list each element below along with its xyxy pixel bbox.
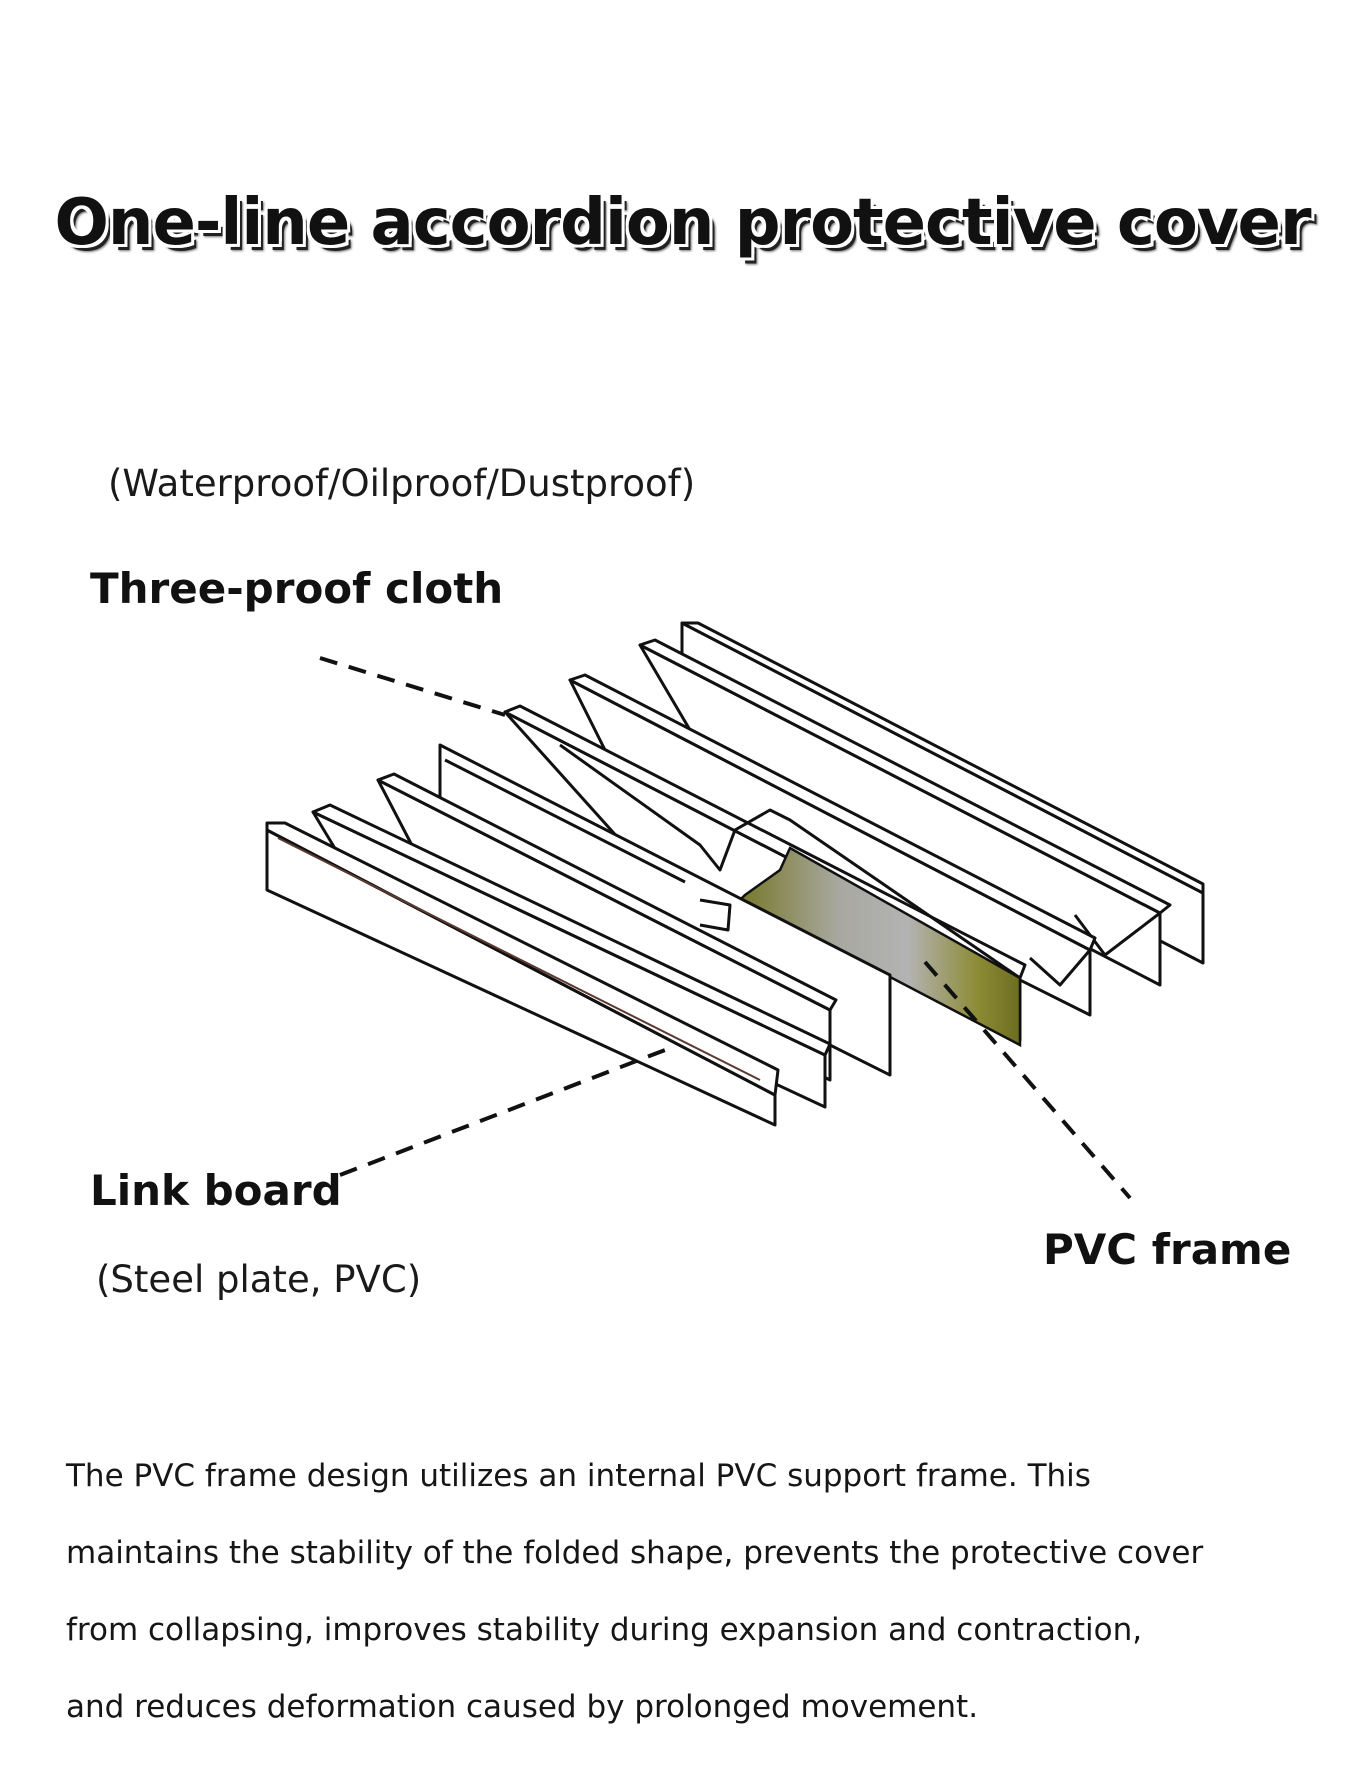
- description-line: from collapsing, improves stability duri…: [66, 1612, 1143, 1648]
- page-title: One-line accordion protective cover: [54, 186, 1311, 260]
- link-board-note: (Steel plate, PVC): [96, 1258, 422, 1301]
- leader-link-board: [339, 1048, 666, 1177]
- description-line: and reduces deformation caused by prolon…: [66, 1689, 979, 1725]
- label-link-board: Link board: [90, 1166, 342, 1215]
- leader-pvc-frame: [923, 960, 1132, 1200]
- pleat-back-1: [638, 638, 1172, 987]
- description-line: maintains the stability of the folded sh…: [66, 1535, 1204, 1571]
- label-three-proof-cloth: Three-proof cloth: [90, 564, 504, 613]
- description: The PVC frame design utilizes an interna…: [66, 1438, 1306, 1746]
- label-pvc-frame: PVC frame: [1043, 1225, 1292, 1274]
- description-line: The PVC frame design utilizes an interna…: [66, 1458, 1091, 1494]
- leader-three-proof-cloth: [319, 656, 506, 717]
- properties-note: (Waterproof/Oilproof/Dustproof): [108, 462, 696, 505]
